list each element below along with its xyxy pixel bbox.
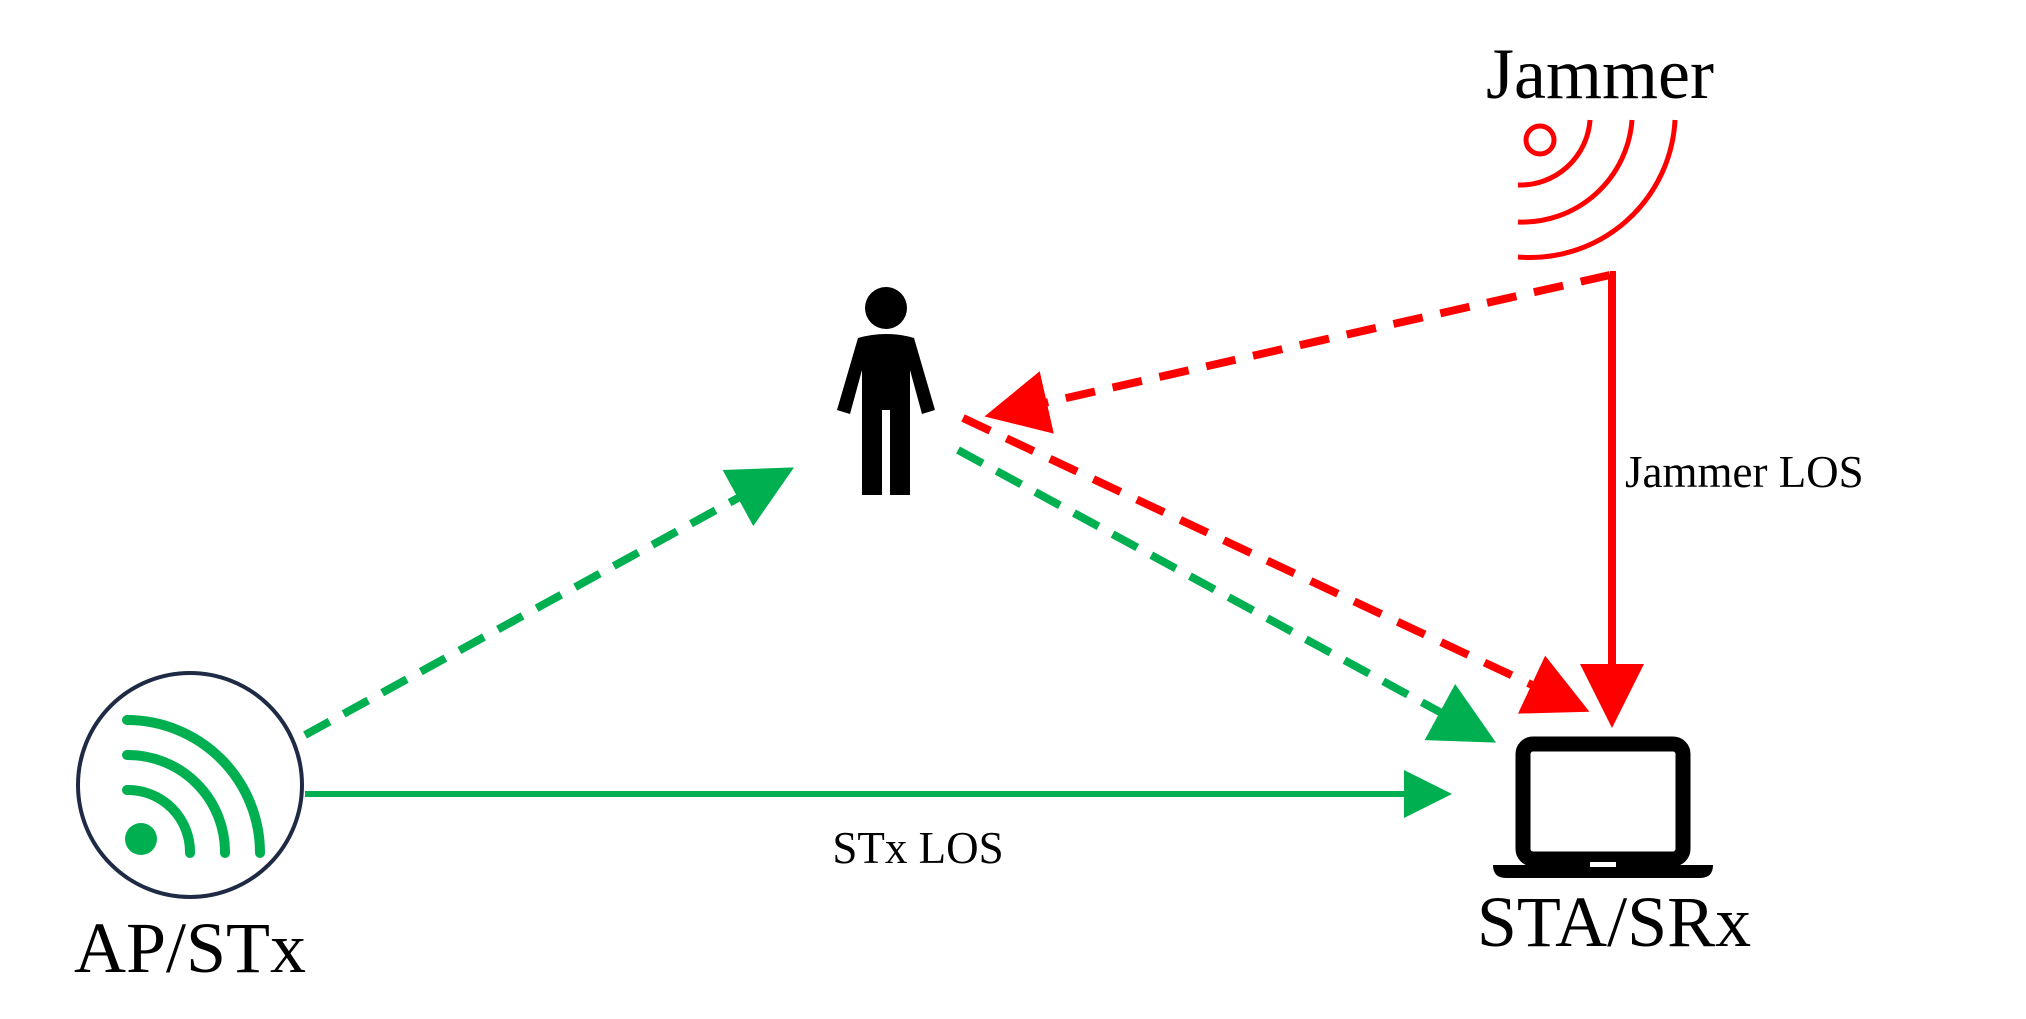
stx-los-label: STx LOS bbox=[832, 823, 1003, 873]
jammer-los-label: Jammer LOS bbox=[1625, 447, 1864, 497]
jammer-to-person-arrow bbox=[984, 271, 1611, 434]
person-icon bbox=[837, 287, 935, 495]
person-to-sta-red-arrow bbox=[961, 414, 1590, 714]
stx-to-person-arrow bbox=[303, 467, 795, 739]
jammer-los-arrow bbox=[1580, 271, 1644, 728]
wifi-icon bbox=[76, 671, 304, 899]
ap-stx-label: AP/STx bbox=[74, 908, 306, 988]
jammer-signal-icon bbox=[1517, 119, 1678, 260]
laptop-icon bbox=[1493, 736, 1713, 878]
jammer-label: Jammer bbox=[1486, 34, 1714, 114]
sta-srx-label: STA/SRx bbox=[1477, 882, 1751, 962]
person-to-sta-green-arrow bbox=[956, 446, 1497, 743]
